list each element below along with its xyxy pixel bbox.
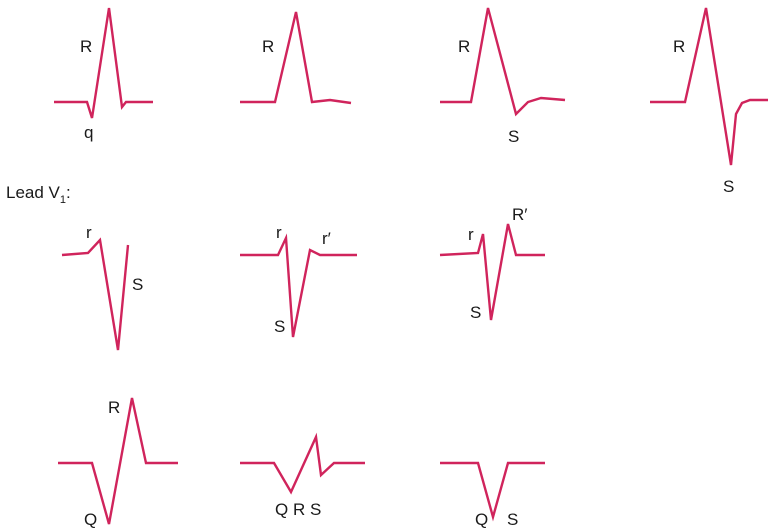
waveform-rS — [61, 237, 130, 351]
wave-label: r — [468, 225, 474, 244]
wave-label: R — [673, 37, 685, 56]
complex-top-4: R S — [650, 7, 768, 196]
wave-label: Q — [84, 510, 97, 529]
wave-label: S — [132, 275, 143, 294]
complex-top-2: R — [240, 11, 352, 105]
wave-label: R′ — [512, 205, 527, 224]
wave-label: R — [262, 37, 274, 56]
wave-label: S — [470, 303, 481, 322]
waveform-QR — [58, 397, 178, 525]
waveform-rSr — [240, 233, 357, 338]
wave-label: S — [723, 177, 734, 196]
complex-mid-3: r R′ S — [439, 205, 545, 322]
wave-label: S — [274, 317, 285, 336]
wave-label: r — [276, 223, 282, 242]
waveform-rSR — [439, 223, 545, 321]
complex-top-3: R S — [440, 7, 566, 146]
wave-label: S — [507, 510, 518, 529]
complex-bot-1: R Q — [58, 397, 178, 529]
complex-bot-2: Q R S — [240, 432, 365, 519]
waveform-qRs — [54, 7, 153, 119]
wave-label: R — [80, 37, 92, 56]
waveform-Rs — [440, 7, 566, 117]
waveform-QS — [440, 461, 545, 522]
lead-label: Lead V1: — [6, 183, 71, 206]
wave-label: Q — [475, 510, 488, 529]
wave-label: Q R S — [275, 500, 321, 519]
waveform-QRS — [240, 432, 365, 495]
wave-label: S — [508, 127, 519, 146]
waveform-RS — [650, 7, 768, 166]
wave-label: q — [84, 123, 93, 142]
waveform-R — [240, 11, 352, 105]
complex-top-1: R q — [54, 7, 153, 142]
complex-mid-1: r S — [61, 223, 143, 351]
complex-bot-3: Q S — [440, 461, 545, 529]
wave-label: r — [86, 223, 92, 242]
wave-label: r′ — [322, 229, 331, 248]
wave-label: R — [458, 37, 470, 56]
wave-label: R — [108, 398, 120, 417]
complex-mid-2: r r′ S — [240, 223, 357, 338]
